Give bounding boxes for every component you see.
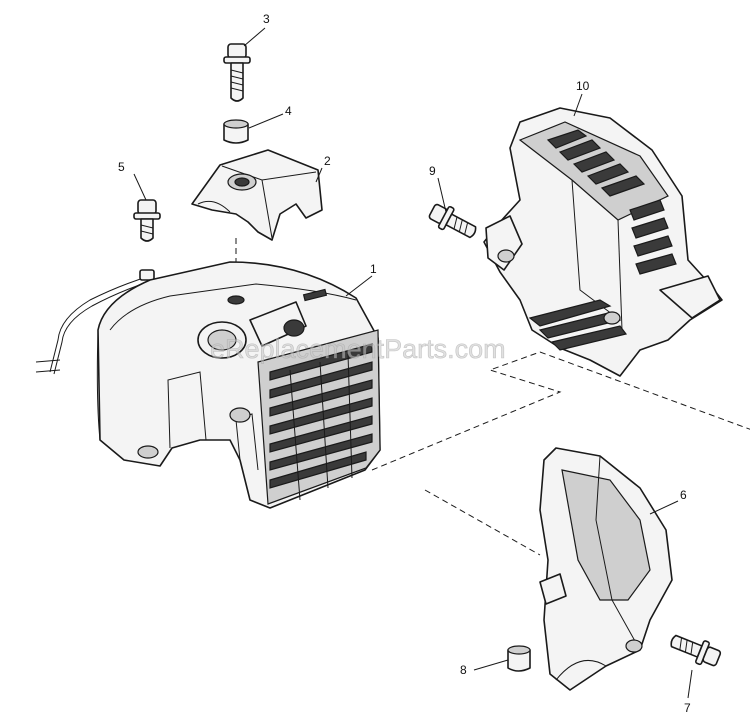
leader-lines bbox=[133, 27, 693, 699]
part-4-collar bbox=[223, 119, 249, 144]
callout-4: 4 bbox=[285, 104, 292, 118]
part-7-bolt bbox=[670, 634, 722, 667]
cover-lower-grille bbox=[528, 299, 628, 351]
callout-5: 5 bbox=[118, 160, 125, 174]
part-9-bolt bbox=[428, 203, 477, 239]
part-2-top-plate bbox=[191, 149, 323, 241]
callout-3: 3 bbox=[263, 12, 270, 26]
wire-lead bbox=[35, 269, 155, 375]
cover-vents bbox=[546, 129, 677, 275]
callout-6: 6 bbox=[680, 488, 687, 502]
part-10-fan-cover bbox=[483, 107, 723, 377]
part-1-engine-cover bbox=[96, 261, 381, 509]
watermark: eReplacementParts.com bbox=[210, 334, 506, 364]
part-3-bolt bbox=[223, 43, 251, 102]
part-8-collar bbox=[507, 645, 531, 672]
callout-2: 2 bbox=[324, 154, 331, 168]
cooling-fins bbox=[269, 343, 373, 489]
callout-labels: 1 2 3 4 5 6 7 8 9 10 bbox=[118, 12, 691, 715]
part-6-lower-guard bbox=[539, 447, 673, 691]
callout-9: 9 bbox=[429, 164, 436, 178]
callout-8: 8 bbox=[460, 663, 467, 677]
callout-7: 7 bbox=[684, 701, 691, 715]
callout-1: 1 bbox=[370, 262, 377, 276]
part-5-bolt bbox=[133, 199, 161, 242]
callout-10: 10 bbox=[576, 79, 590, 93]
